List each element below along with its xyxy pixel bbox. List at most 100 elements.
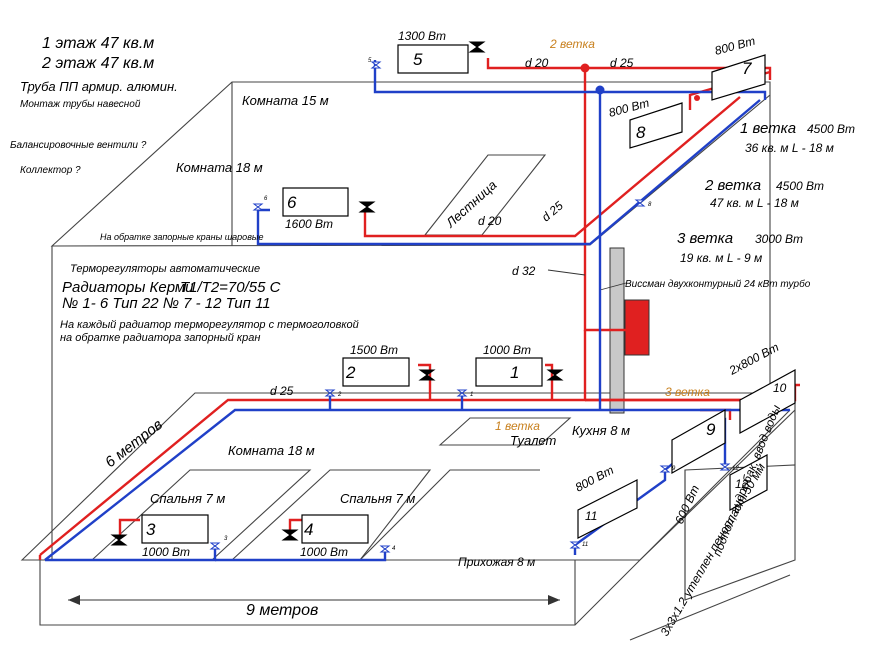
thermo-valve-6-num: 6	[264, 196, 268, 202]
boiler-leader	[599, 282, 627, 291]
radiator-4	[301, 514, 369, 544]
radiator-1-num: 1	[510, 363, 519, 382]
b3-title: 3 ветка	[677, 230, 733, 247]
supply-junction-small	[694, 95, 700, 101]
thermo-valve-11-num: 11	[582, 542, 588, 548]
floor2-label: 2 этаж 47 кв.м	[41, 55, 154, 72]
thermostats-note: Терморегуляторы автоматические	[70, 263, 260, 275]
thermo-valve-12-num: 12	[732, 466, 739, 472]
radiator-3	[141, 514, 209, 544]
radiator-3-power: 1000 Вт	[142, 545, 190, 559]
building-outline	[20, 81, 796, 641]
radiator-6-num: 6	[287, 193, 297, 212]
thermo-valve-5	[370, 61, 382, 69]
bedroom-b-label: Спальня 7 м	[340, 491, 415, 506]
branch-1-label: 1 ветка	[495, 419, 540, 433]
thermo-note-1: На каждый радиатор терморегулятор с терм…	[60, 319, 359, 331]
mount-label: Монтаж трубы навесной	[20, 98, 141, 110]
nine-m-label: 9 метров	[246, 602, 318, 619]
room-18-bottom: Комната 18 м	[228, 443, 315, 458]
pipe-label: Труба ПП армир. алюмин.	[20, 79, 178, 94]
valve-5-supply	[468, 41, 486, 53]
radiator-10-num: 10	[773, 381, 787, 395]
b3-area: 19 кв. м L - 9 м	[680, 251, 762, 265]
radiator-11	[577, 479, 638, 539]
lower-floor-plate	[20, 392, 796, 561]
thermo-valve-8	[634, 199, 646, 207]
wall-front-lower	[39, 409, 791, 626]
radiator-9	[671, 408, 726, 475]
radiator-7	[711, 54, 766, 101]
return-valves-note: На обратке запорные краны шаровые	[100, 232, 264, 242]
dimensions	[68, 595, 560, 605]
radiator-10	[739, 368, 796, 435]
hall-label: Прихожая 8 м	[458, 555, 535, 569]
thermo-valve-5-num: 5	[368, 58, 372, 64]
boiler-label: Виссман двухконтурный 24 кВт турбо	[625, 278, 811, 290]
thermo-valve-1-num: 1	[470, 392, 473, 398]
floor1-label: 1 этаж 47 кв.м	[42, 35, 154, 52]
radiator-4-power: 1000 Вт	[300, 545, 348, 559]
valve-6-supply	[358, 201, 376, 213]
return-ground-main	[44, 408, 600, 561]
radiators-note: Радиаторы Керми	[62, 279, 194, 296]
radiator-2	[342, 357, 410, 387]
toilet-label: Туалет	[510, 433, 557, 448]
kitchen-label: Кухня 8 м	[572, 423, 630, 438]
temps-note: T1/T2=70/55 C	[180, 279, 281, 296]
valve-3-supply	[110, 534, 128, 546]
d25-left: d 25	[270, 384, 294, 398]
radiator-5-power: 1300 Вт	[398, 29, 446, 43]
supply-top-run	[486, 58, 772, 80]
supply-upper-floor	[363, 96, 741, 238]
toilet-partition	[438, 417, 572, 446]
d20-mid: d 20	[478, 214, 502, 228]
b3-power: 3000 Вт	[755, 232, 803, 246]
thermo-valve-8-num: 8	[648, 202, 652, 208]
b2-area: 47 кв. м L - 18 м	[710, 196, 799, 210]
return-upper-floor	[256, 99, 761, 246]
basement-base	[629, 574, 791, 641]
b2-power: 4500 Вт	[776, 179, 824, 193]
supply-to-2	[418, 363, 432, 400]
radiator-11-num: 11	[585, 509, 597, 523]
radiator-5	[397, 44, 469, 74]
room-18-top: Комната 18 м	[176, 160, 263, 175]
supply-to-3	[118, 518, 140, 535]
radiator-4-num: 4	[304, 520, 313, 539]
return-junction	[595, 85, 605, 95]
branch-2-label: 2 ветка	[549, 37, 595, 51]
thermo-note-2: на обратке радиатора запорный кран	[60, 332, 260, 344]
radiator-6	[282, 187, 349, 217]
radiator-12-num: 12	[735, 477, 749, 491]
supply-ground-main	[39, 330, 587, 556]
radiator-10-power: 2х800 Вт	[726, 340, 781, 378]
thermo-valve-2-num: 2	[337, 392, 342, 398]
d25-top: d 25	[610, 56, 634, 70]
b1-area: 36 кв. м L - 18 м	[745, 141, 834, 155]
thermo-valve-11	[569, 541, 581, 549]
return-top-run	[373, 60, 767, 100]
valve-4-supply	[281, 529, 299, 541]
b1-title: 1 ветка	[740, 120, 796, 137]
supply-junction	[580, 63, 590, 73]
b1-power: 4500 Вт	[807, 122, 855, 136]
valve-2-supply	[418, 369, 436, 381]
thermo-valve-3	[209, 542, 221, 550]
radiator-11-power: 800 Вт	[573, 463, 616, 495]
radiator-9-num: 9	[706, 420, 716, 439]
radiator-2-num: 2	[345, 363, 356, 382]
nine-m-arrow-left	[68, 595, 80, 605]
thermo-valve-9-num: 9	[672, 466, 676, 472]
six-m-label: 6 метров	[102, 416, 166, 471]
branch-3-label: 3 ветка	[665, 385, 710, 399]
types-note: № 1- 6 Тип 22 № 7 - 12 Тип 11	[62, 295, 271, 312]
hall-partition	[359, 469, 540, 561]
thermo-valve-4	[379, 545, 391, 553]
thermo-valve-1	[456, 389, 468, 397]
radiator-8-num: 8	[636, 123, 646, 142]
radiator-1	[475, 357, 543, 387]
thermo-valve-2	[324, 389, 336, 397]
